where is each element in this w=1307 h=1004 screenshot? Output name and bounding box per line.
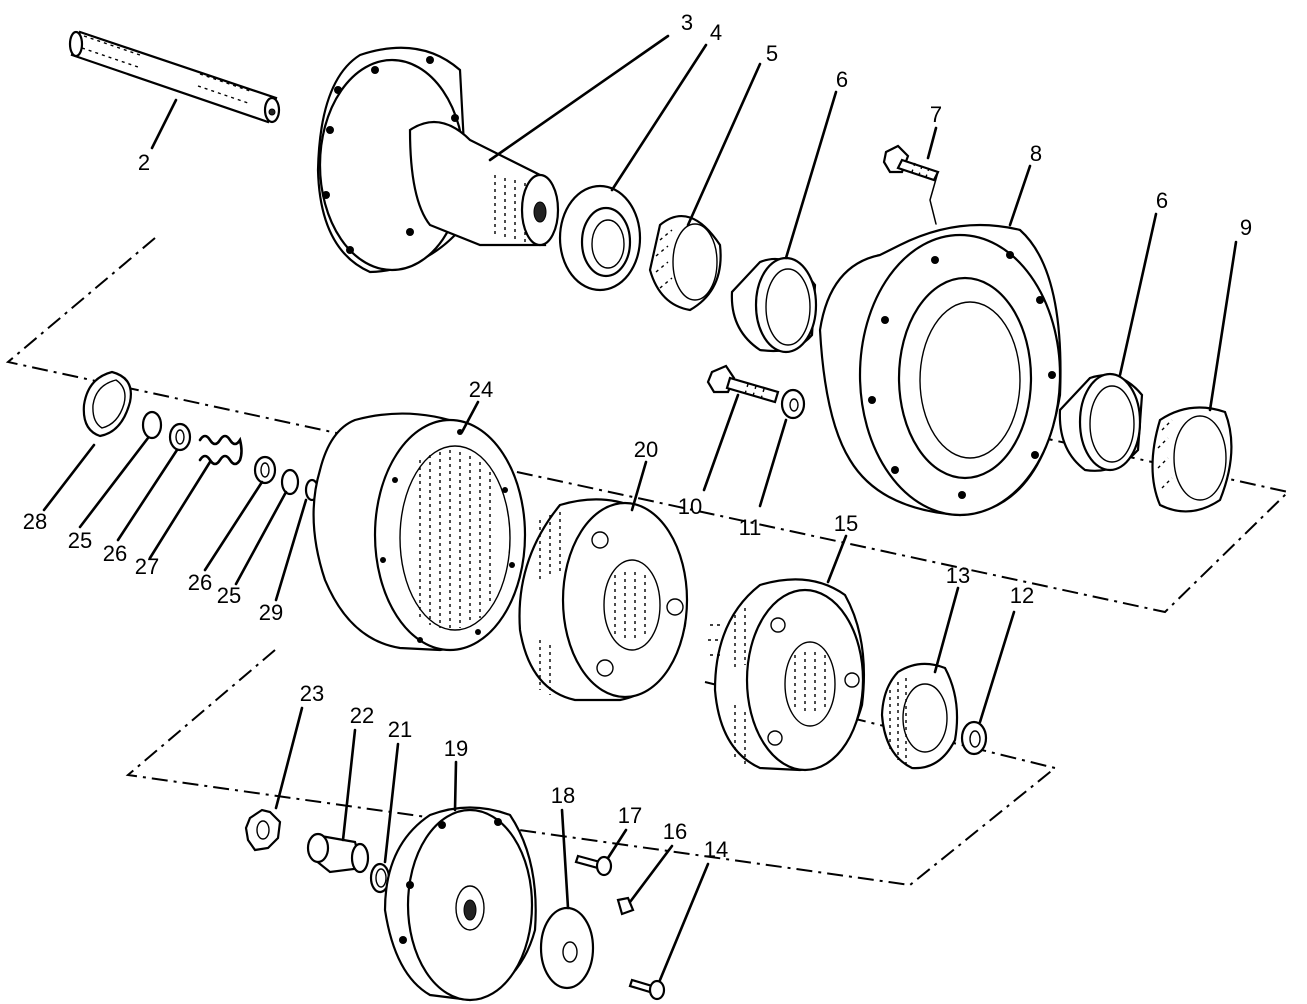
callout-6: 6 <box>836 67 848 92</box>
callout-17: 17 <box>618 803 642 828</box>
part-bearing-cone <box>648 215 722 312</box>
callout-29: 29 <box>259 600 283 625</box>
part-bearing-cup-outer <box>1058 372 1144 472</box>
callout-23: 23 <box>300 681 324 706</box>
part-screw-17 <box>574 854 613 877</box>
callout-6-b: 6 <box>1156 188 1168 213</box>
callout-4: 4 <box>710 20 722 45</box>
part-bearing-cone-outer <box>1151 406 1233 513</box>
callout-13: 13 <box>946 563 970 588</box>
part-washer-11 <box>780 388 806 420</box>
part-retaining-ring-25a <box>141 410 163 440</box>
callout-18: 18 <box>551 783 575 808</box>
part-snap-ring <box>82 370 132 438</box>
part-thrust-washer <box>960 720 988 756</box>
callout-19: 19 <box>444 736 468 761</box>
part-cover <box>383 806 537 1002</box>
callout-labels: 2 3 4 5 6 7 8 6 9 24 20 10 11 15 13 12 2… <box>23 10 1252 862</box>
callout-3: 3 <box>681 10 693 35</box>
callout-15: 15 <box>834 511 858 536</box>
part-planet-carrier-15 <box>708 578 866 772</box>
callout-24: 24 <box>469 377 493 402</box>
callout-25: 25 <box>68 528 92 553</box>
callout-8: 8 <box>1030 141 1042 166</box>
part-seal <box>558 184 642 292</box>
callout-2: 2 <box>138 150 150 175</box>
part-o-ring <box>369 862 391 894</box>
callout-9: 9 <box>1240 215 1252 240</box>
part-retaining-ring-25b <box>280 468 300 496</box>
callout-16: 16 <box>663 819 687 844</box>
part-spindle <box>316 46 560 274</box>
callout-12: 12 <box>1010 583 1034 608</box>
part-bolt-carrier <box>706 364 780 404</box>
part-bearing-cup-inner <box>730 256 818 354</box>
callout-14: 14 <box>704 837 728 862</box>
leader-lines <box>42 34 1238 982</box>
part-spring <box>198 434 243 466</box>
callout-22: 22 <box>350 703 374 728</box>
part-screw-14 <box>628 978 666 1001</box>
callout-11: 11 <box>739 515 762 540</box>
part-wheel-hub <box>818 223 1062 517</box>
part-sun-gear <box>880 662 959 770</box>
assembly-boundary-lower <box>125 649 1058 887</box>
callout-28: 28 <box>23 509 47 534</box>
callout-27: 27 <box>135 554 159 579</box>
assembly-boundary-upper <box>5 237 1291 614</box>
part-planet-carrier-20 <box>518 498 689 702</box>
part-planet-pin <box>306 832 370 874</box>
part-ring-gear <box>312 412 527 652</box>
part-bolt-hub <box>882 144 940 182</box>
callout-25-b: 25 <box>217 583 241 608</box>
part-lock-washer <box>244 808 282 852</box>
part-washer-26b <box>253 455 277 485</box>
part-axle-shaft <box>68 30 281 124</box>
callout-26: 26 <box>103 541 127 566</box>
callout-5: 5 <box>766 41 778 66</box>
callout-26-b: 26 <box>188 570 212 595</box>
callout-21: 21 <box>388 717 412 742</box>
callout-10: 10 <box>678 494 702 519</box>
callout-20: 20 <box>634 437 658 462</box>
callout-7: 7 <box>930 102 942 127</box>
part-thrust-plate <box>539 906 595 990</box>
part-washer-26a <box>168 422 192 452</box>
